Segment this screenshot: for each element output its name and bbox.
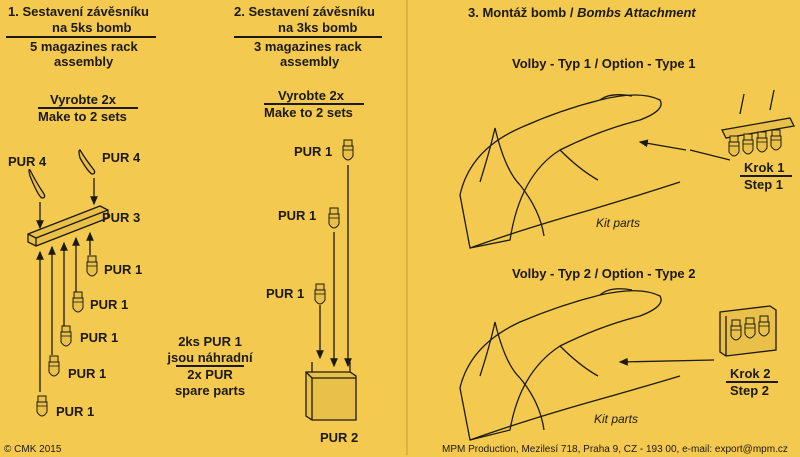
kit-parts-1: Kit parts	[596, 216, 641, 230]
section2-make-cz: Vyrobte 2x	[278, 88, 344, 103]
step2-en: Step 2	[730, 383, 770, 398]
section1-title: 1. Sestavení závěsníku	[8, 4, 149, 19]
spare-note-divider	[176, 365, 244, 367]
label-pur1-d: PUR 1	[68, 366, 107, 381]
option2-heading: Volby - Typ 2 / Option - Type 2	[512, 266, 696, 281]
spare-note-line4: spare parts	[174, 383, 246, 398]
section1-divider	[6, 36, 156, 38]
section1-make-divider	[38, 107, 138, 109]
spare-note-line2: jsou náhradní	[167, 350, 253, 365]
bomb-pur1-2	[48, 355, 60, 377]
label-pur1-b: PUR 1	[90, 297, 129, 312]
pur4-right-part	[78, 149, 96, 175]
section3-title: 3. Montáž bomb / Bombs Attachment	[468, 5, 696, 20]
pod-outline-2	[459, 290, 662, 441]
bomb-pur1-5	[86, 255, 98, 277]
section2-subtitle-line2: assembly	[280, 54, 340, 69]
pur4-left-part	[28, 168, 46, 199]
bomb-rack2-3	[758, 315, 770, 337]
bomb-rack1-4	[770, 129, 782, 151]
rack-type1	[721, 117, 795, 139]
label-pur1-c: PUR 1	[80, 330, 119, 345]
step2-divider	[726, 381, 778, 383]
step1-divider	[740, 175, 792, 177]
bomb-pur1-3	[60, 325, 72, 347]
section3-title-plain: 3. Montáž bomb /	[468, 5, 578, 20]
spare-note-line3: 2x PUR	[187, 367, 233, 382]
pod-outline-1	[459, 94, 662, 249]
bomb-pur1-1	[36, 395, 48, 417]
step1-en: Step 1	[744, 177, 784, 192]
label-pur1-e: PUR 1	[56, 404, 95, 419]
label-pur4-left: PUR 4	[8, 154, 47, 169]
label-pur1-a: PUR 1	[104, 262, 143, 277]
section1-subtitle: 5 magazines rack	[30, 39, 138, 54]
section2-title-line2: na 3ks bomb	[278, 20, 358, 35]
section2-title: 2. Sestavení závěsníku	[234, 4, 375, 19]
copyright: © CMK 2015	[4, 444, 62, 455]
label-s2-pur1-b: PUR 1	[278, 208, 317, 223]
pur2-box	[305, 371, 357, 421]
section1-title-line2: na 5ks bomb	[52, 20, 132, 35]
section1-make-cz: Vyrobte 2x	[50, 92, 116, 107]
bomb-rack2-1	[730, 319, 742, 341]
bomb-pur1-s2-2	[328, 207, 340, 229]
bomb-rack1-2	[742, 133, 754, 155]
section3-title-italic: Bombs Attachment	[577, 5, 696, 20]
step2-cz: Krok 2	[730, 366, 771, 381]
page-fold	[406, 0, 408, 455]
kit-parts-2: Kit parts	[594, 412, 639, 426]
section2-subtitle: 3 magazines rack	[254, 39, 362, 54]
label-s2-pur1-c: PUR 1	[266, 286, 305, 301]
label-s2-pur1-a: PUR 1	[294, 144, 333, 159]
bomb-rack1-1	[728, 135, 740, 157]
section2-make-en: Make to 2 sets	[264, 105, 353, 120]
label-pur4-right: PUR 4	[102, 150, 141, 165]
bomb-pur1-s2-3	[314, 283, 326, 305]
option1-heading: Volby - Typ 1 / Option - Type 1	[512, 56, 696, 71]
section2-make-divider	[264, 103, 364, 105]
bomb-pur1-4	[72, 291, 84, 313]
step1-cz: Krok 1	[744, 160, 785, 175]
spare-note-line1: 2ks PUR 1	[178, 334, 242, 349]
section1-subtitle-line2: assembly	[54, 54, 114, 69]
label-pur2: PUR 2	[320, 430, 359, 445]
bomb-rack1-3	[756, 131, 768, 153]
bomb-rack2-2	[744, 317, 756, 339]
bomb-pur1-s2-1	[342, 139, 354, 161]
label-pur3: PUR 3	[102, 210, 141, 225]
producer-footer: MPM Production, Mezilesí 718, Praha 9, C…	[442, 444, 788, 455]
section2-divider	[234, 36, 382, 38]
section1-make-en: Make to 2 sets	[38, 109, 127, 124]
